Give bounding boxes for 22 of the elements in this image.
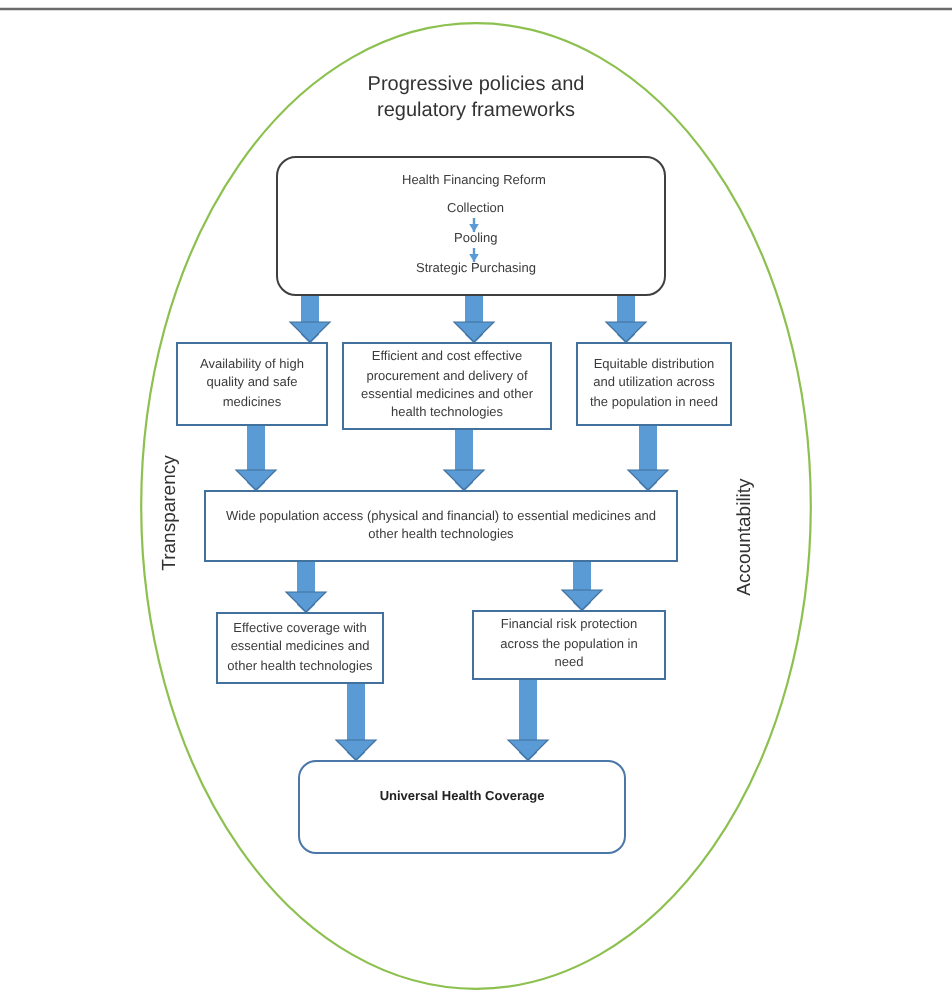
block-arrow: [235, 426, 277, 491]
arrow: [469, 248, 479, 262]
block-arrow: [285, 562, 327, 613]
block-arrow: [561, 562, 603, 611]
process-box: [342, 342, 552, 430]
block-arrow: [289, 296, 331, 343]
side-label: Transparency: [158, 454, 181, 570]
process-box: [576, 342, 732, 426]
process-box: [204, 490, 678, 562]
block-arrow: [605, 296, 647, 343]
rounded-box: [298, 760, 626, 854]
block-arrow: [507, 680, 549, 761]
rounded-box: [276, 156, 666, 296]
block-arrow: [627, 426, 669, 491]
arrow: [469, 218, 479, 232]
block-arrow: [335, 684, 377, 761]
side-label: Accountability: [732, 477, 755, 595]
title-text: Progressive policies and regulatory frameworks: [365, 72, 587, 124]
process-box: [472, 610, 666, 680]
block-arrow: [453, 296, 495, 343]
block-arrow: [443, 430, 485, 491]
process-box: [176, 342, 328, 426]
